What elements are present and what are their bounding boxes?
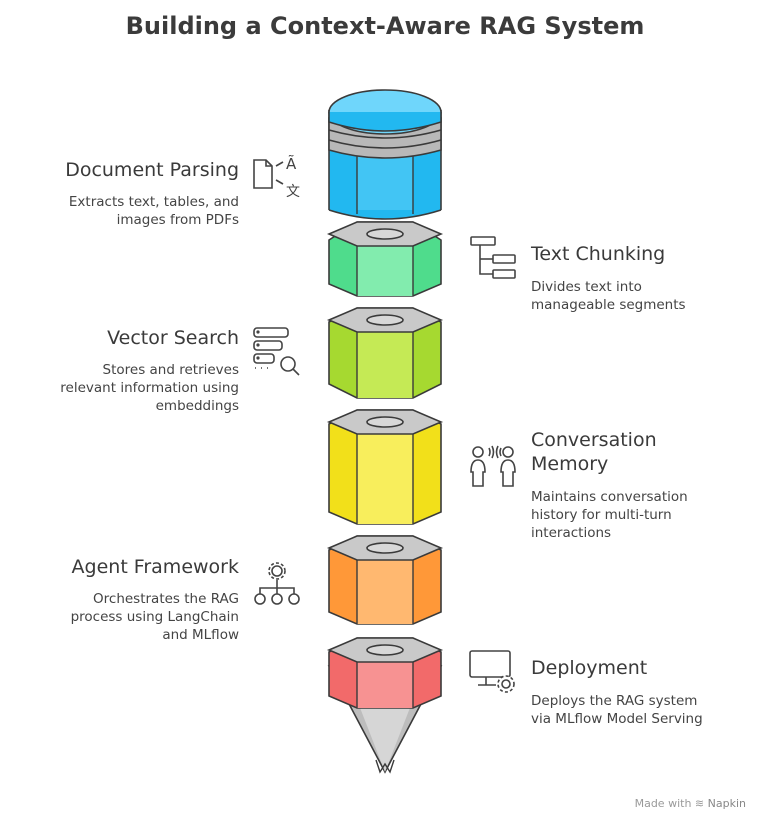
desc-line: interactions <box>531 525 612 541</box>
label-text-chunking: Text Chunking <box>531 243 666 265</box>
monitor-gear-icon <box>469 650 515 693</box>
desc-line: embeddings <box>155 398 239 414</box>
desc-line: images from PDFs <box>116 212 239 228</box>
segment-agent-framework <box>326 535 444 625</box>
desc-line: history for multi-turn <box>531 507 672 523</box>
translate-a-glyph: Ã <box>286 154 297 173</box>
desc-line: Extracts text, tables, and <box>68 194 239 210</box>
segment-conversation-memory <box>326 409 444 525</box>
people-talking-icon <box>470 445 516 487</box>
label-agent-framework: Agent Framework <box>71 556 239 578</box>
desc-conversation-memory: Maintains conversation history for multi… <box>531 488 688 542</box>
segment-deployment <box>326 637 444 774</box>
desc-line: relevant information using <box>60 380 239 396</box>
desc-line: via MLflow Model Serving <box>531 711 703 727</box>
segment-text-chunking <box>326 221 444 297</box>
label-deployment: Deployment <box>531 657 648 679</box>
desc-line: Stores and retrieves <box>102 362 239 378</box>
footer-brand: Napkin <box>707 797 746 810</box>
translate-zh-glyph: 文 <box>286 184 300 200</box>
desc-line: process using LangChain <box>70 609 239 625</box>
label-document-parsing: Document Parsing <box>65 159 239 181</box>
napkin-logo-icon: ≋ <box>694 797 705 810</box>
label-line: Memory <box>531 453 609 475</box>
segment-vector-search <box>326 307 444 399</box>
document-translate-icon <box>253 159 284 189</box>
desc-document-parsing: Extracts text, tables, and images from P… <box>69 193 239 229</box>
desc-text-chunking: Divides text into manageable segments <box>531 278 686 314</box>
database-search-icon <box>253 327 300 376</box>
desc-line: Maintains conversation <box>531 489 688 505</box>
page-title: Building a Context-Aware RAG System <box>125 12 645 40</box>
desc-line: Divides text into <box>531 279 642 295</box>
gear-network-icon <box>254 562 300 605</box>
desc-line: manageable segments <box>531 297 686 313</box>
footer-made-with: Made with <box>634 797 692 810</box>
desc-line: Orchestrates the RAG <box>93 591 239 607</box>
footer-credit: Made with ≋ Napkin <box>635 797 746 810</box>
desc-deployment: Deploys the RAG system via MLflow Model … <box>531 692 703 728</box>
hierarchy-icon <box>470 236 516 279</box>
desc-agent-framework: Orchestrates the RAG process using LangC… <box>71 590 239 644</box>
desc-line: Deploys the RAG system <box>531 693 698 709</box>
desc-line: and MLflow <box>162 627 239 643</box>
desc-vector-search: Stores and retrieves relevant informatio… <box>60 361 239 415</box>
label-conversation-memory: Conversation Memory <box>531 428 657 476</box>
label-line: Conversation <box>531 429 657 451</box>
segment-document-parsing <box>328 89 442 220</box>
label-vector-search: Vector Search <box>107 327 239 349</box>
